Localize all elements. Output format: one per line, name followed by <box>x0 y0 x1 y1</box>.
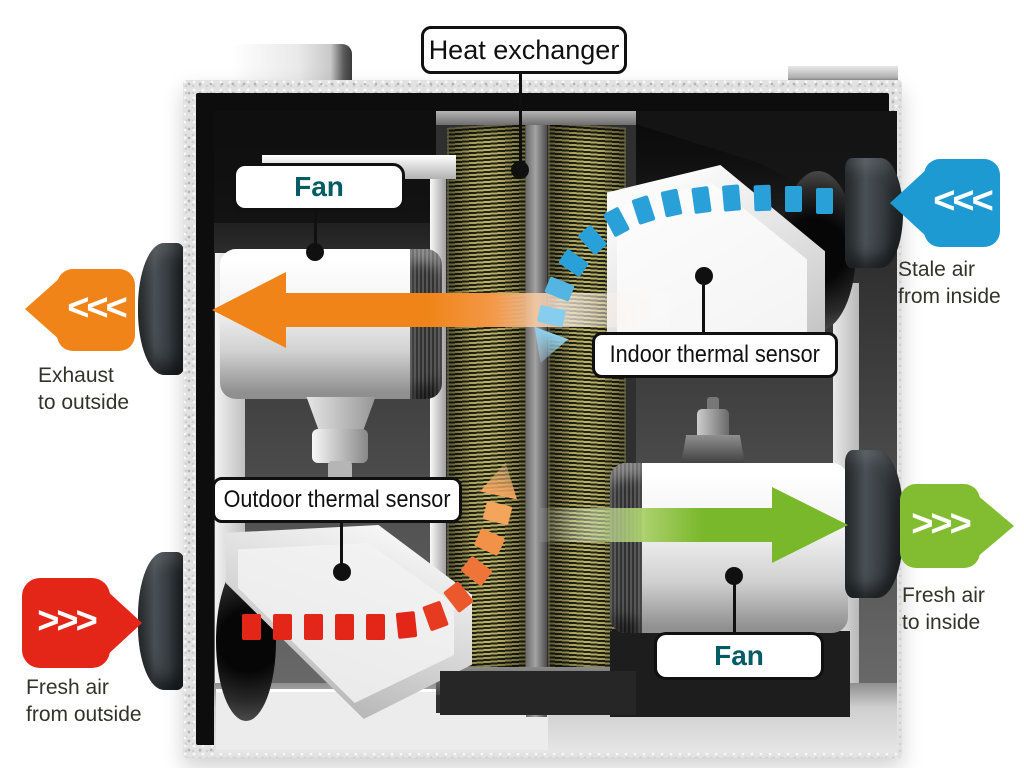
fan-exhaust-motor-cylinder <box>312 429 368 463</box>
fresh-air-dash <box>241 614 261 640</box>
indoor-sensor-pointer-dot <box>695 267 713 285</box>
exchanger-base-shadow <box>440 671 636 715</box>
port-fresh-inlet <box>138 552 185 690</box>
fan-supply-body <box>610 463 848 633</box>
fresh-intake-caption: Fresh air from outside <box>26 674 142 728</box>
fresh-intake-caption-line1: Fresh air <box>26 676 109 699</box>
stale-caption: Stale air from inside <box>898 256 1001 310</box>
heat-exchanger-label: Heat exchanger <box>421 26 627 74</box>
exhaust-caption-line2: to outside <box>38 391 130 414</box>
fan-supply-label: Fan <box>654 632 824 680</box>
exhaust-air-arrow-shaft <box>280 293 670 327</box>
fan-supply-wheel-band <box>610 463 642 633</box>
fresh-air-dash <box>334 614 354 640</box>
fresh-intake-badge-chevrons: >>> <box>37 600 98 642</box>
outdoor-sensor-label: Outdoor thermal sensor <box>212 477 462 523</box>
exhaust-caption: Exhaust to outside <box>38 362 129 416</box>
fresh-air-dash <box>365 614 385 640</box>
fresh-air-dash <box>272 614 292 640</box>
fresh-intake-badge: >>> <box>22 578 110 668</box>
fan-exhaust-label-text: Fan <box>294 171 344 202</box>
outdoor-sensor-leader-line <box>340 517 343 567</box>
heat-exchanger-pointer-dot <box>511 161 529 179</box>
port-stale-inlet <box>845 158 903 268</box>
fan-exhaust-motor-flange <box>306 397 376 433</box>
port-supply-outlet <box>845 450 903 598</box>
indoor-sensor-label: Indoor thermal sensor <box>592 332 838 378</box>
indoor-sensor-label-text: Indoor thermal sensor <box>609 341 821 368</box>
fan-supply-pointer-dot <box>725 567 743 585</box>
fan-supply-motor-base <box>681 435 745 465</box>
port-exhaust-outlet <box>138 243 185 375</box>
indoor-sensor-leader-line <box>702 285 705 332</box>
supply-caption-line2: to inside <box>902 611 981 634</box>
stale-air-dash <box>784 186 802 212</box>
supply-caption-line1: Fresh air <box>902 584 985 607</box>
top-duct-stub <box>233 44 352 82</box>
heat-exchanger-divider <box>526 113 547 717</box>
fan-supply-label-text: Fan <box>714 640 764 671</box>
fresh-air-dash <box>395 611 417 639</box>
stale-air-dash <box>690 185 712 215</box>
top-duct-stub-right <box>788 66 898 82</box>
fresh-intake-badge-arrow-tip <box>104 588 142 658</box>
supply-badge-chevrons: >>> <box>911 503 972 545</box>
stale-caption-line2: from inside <box>898 285 1001 308</box>
fan-exhaust-pointer-dot <box>306 243 324 261</box>
fan-supply-leader-line <box>733 582 736 634</box>
fresh-intake-caption-line2: from outside <box>26 703 142 726</box>
fresh-air-dash <box>303 614 323 640</box>
exhaust-badge-chevrons: <<< <box>67 287 128 329</box>
exhaust-badge: <<< <box>57 269 135 351</box>
outdoor-sensor-label-text: Outdoor thermal sensor <box>223 486 451 513</box>
supply-badge-arrow-tip <box>976 494 1014 558</box>
fan-exhaust-leader-line <box>314 205 317 247</box>
exhaust-caption-line1: Exhaust <box>38 364 114 387</box>
fan-exhaust-label: Fan <box>233 163 405 211</box>
stale-air-dash <box>721 184 741 212</box>
supply-caption: Fresh air to inside <box>902 582 985 636</box>
heat-exchanger-label-text: Heat exchanger <box>428 34 620 65</box>
supply-air-arrow-shaft <box>540 508 780 542</box>
outdoor-sensor-pointer-dot <box>333 563 351 581</box>
stale-air-dash <box>815 188 833 214</box>
stale-badge-chevrons: <<< <box>933 180 994 222</box>
exhaust-badge-arrow-tip <box>25 277 61 341</box>
stale-air-dash <box>753 184 771 212</box>
supply-badge: >>> <box>900 484 980 568</box>
fan-exhaust-motor-nub <box>328 461 352 481</box>
stale-badge: <<< <box>924 159 1000 247</box>
heat-exchanger-leader-line <box>519 67 522 165</box>
heat-exchanger-top-cap <box>436 111 636 125</box>
stale-caption-line1: Stale air <box>898 258 976 281</box>
